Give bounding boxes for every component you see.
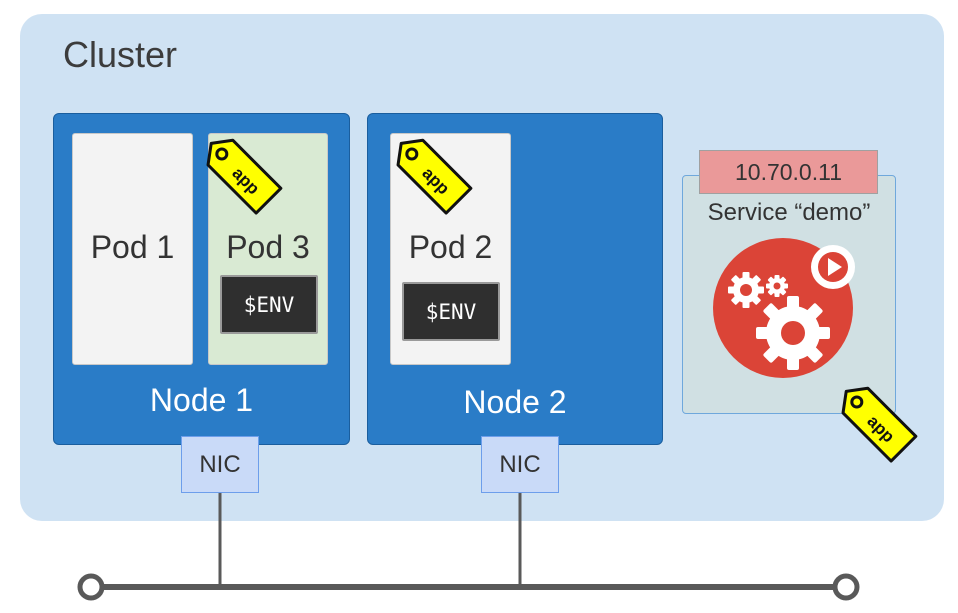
pod-1-label: Pod 1: [90, 229, 175, 265]
pod-2-label: Pod 2: [408, 229, 493, 265]
pod-3-label: Pod 3: [226, 229, 310, 265]
node-1-label: Node 1: [149, 382, 254, 418]
label-tag-icon: app: [206, 138, 283, 215]
nic-2: NIC: [481, 436, 559, 493]
service-name: Service “demo”: [707, 199, 871, 226]
pod-3-env-box: $ENV: [220, 275, 318, 334]
label-tag-icon: app: [841, 386, 918, 463]
gears-play-icon: [713, 238, 855, 378]
pod-1: [72, 133, 193, 365]
node-2-label: Node 2: [463, 384, 567, 420]
network-bus-right-end: [832, 573, 860, 601]
network-bus-left-end: [77, 573, 105, 601]
cluster-title: Cluster: [63, 34, 178, 75]
nic-1: NIC: [181, 436, 259, 493]
service-ip: 10.70.0.11: [699, 150, 878, 194]
pod-2-env-box: $ENV: [402, 282, 500, 341]
label-tag-icon: app: [396, 138, 473, 215]
